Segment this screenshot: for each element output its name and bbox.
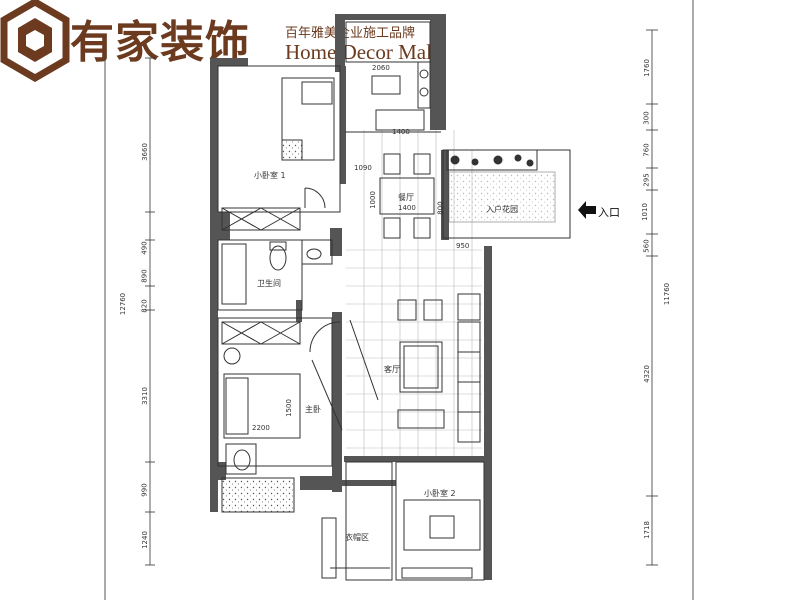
- room-label-dining: 餐厅: [398, 193, 414, 202]
- dim-dining-width: 1400: [398, 204, 416, 212]
- logo-mark-icon: [0, 0, 70, 83]
- bathroom-fixtures: [221, 239, 333, 305]
- dim-kitchen-width: 2060: [372, 64, 390, 72]
- dim-dining-depth: 1090: [354, 164, 372, 172]
- dining-furniture: [379, 153, 435, 239]
- master-bedroom-furniture: [221, 321, 343, 475]
- bedroom-1-furniture: [221, 77, 335, 231]
- dim-left-5: 990: [140, 483, 149, 497]
- dim-right-5: 560: [642, 239, 651, 253]
- dim-left-2: 890: [140, 269, 149, 283]
- bedroom-3-furniture: [403, 499, 481, 551]
- entry-foyer: [446, 149, 556, 223]
- living-room-furniture: [309, 293, 481, 443]
- dim-foyer-h: 800: [436, 201, 445, 215]
- balcony-left: [221, 477, 295, 513]
- dim-right-7: 1718: [642, 521, 651, 539]
- kitchen-furniture: [345, 21, 431, 131]
- dim-counter: 1400: [392, 128, 410, 136]
- dim-left-0: 3660: [140, 143, 149, 161]
- dim-left-6: 1240: [140, 531, 149, 549]
- dim-left-total: 12760: [119, 292, 128, 316]
- dim-bed-length: 2200: [252, 424, 270, 432]
- room-label-master-bedroom: 主卧: [305, 405, 321, 414]
- wall-outlines: [217, 65, 571, 581]
- room-label-bathroom: 卫生间: [257, 279, 281, 288]
- dim-right-total: 11760: [663, 282, 672, 306]
- dim-dining-height: 1000: [368, 191, 377, 209]
- dim-right-4: 1010: [640, 203, 649, 221]
- walls: [210, 14, 492, 580]
- dim-right-6: 4320: [642, 365, 651, 383]
- room-label-bedroom-3: 小卧室 2: [424, 489, 456, 498]
- dim-left-3: 820: [140, 299, 149, 313]
- room-label-bedroom-2: 小卧室 1: [254, 171, 286, 180]
- brand-slogan: 百年雅美企业施工品牌: [285, 26, 416, 41]
- left-dimension-line: [145, 57, 155, 566]
- dim-right-2: 760: [642, 143, 651, 157]
- room-label-cloakroom: 衣帽区: [345, 533, 369, 542]
- dim-right-0: 1760: [642, 59, 651, 77]
- floor-tile-grid: [346, 130, 482, 458]
- room-label-living: 客厅: [384, 365, 400, 374]
- dim-left-1: 490: [140, 241, 149, 255]
- dim-left-4: 3310: [140, 387, 149, 405]
- dim-right-3: 295: [642, 173, 651, 187]
- dim-foyer-step: 950: [456, 242, 470, 250]
- dim-right-1: 300: [642, 111, 651, 125]
- entrance-arrow-icon: [578, 201, 596, 219]
- sheet-frame: [104, 0, 694, 600]
- room-label-entry-foyer: 入户花园: [486, 205, 518, 214]
- dim-bed-width: 1500: [284, 399, 293, 417]
- right-dimension-line: [646, 29, 658, 566]
- entrance-label: 入口: [598, 206, 620, 219]
- brand-name-en: Home Decor Mall: [285, 40, 438, 64]
- brand-logo: 有家装饰 百年雅美企业施工品牌 Home Decor Mall: [0, 0, 460, 83]
- cloakroom-furniture: [321, 517, 473, 579]
